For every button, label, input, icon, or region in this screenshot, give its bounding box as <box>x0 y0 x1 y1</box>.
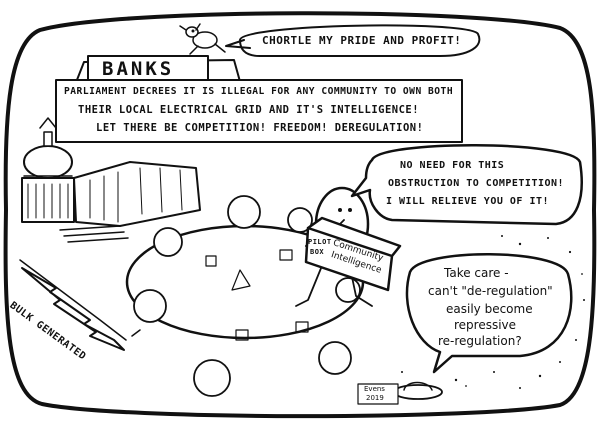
warning-line-2: can't "de-regulation" <box>428 284 553 298</box>
robot-bubble-line-1: NO NEED FOR THIS <box>400 160 505 171</box>
signature-box <box>357 383 399 405</box>
starfield <box>401 235 585 389</box>
bulk-transmission-line <box>19 259 141 341</box>
lightning-bolt <box>21 267 125 351</box>
decree-line-2: THEIR LOCAL ELECTRICAL GRID AND IT'S INT… <box>78 104 420 116</box>
community-intelligence-box <box>304 216 402 292</box>
robot-bubble-line-3: I WILL RELIEVE YOU OF IT! <box>386 196 550 207</box>
signature-line-2: 2019 <box>366 394 384 402</box>
box-side-label-line-2: BOX <box>310 248 325 256</box>
bank-sign-text: BANKS <box>102 58 175 80</box>
robot-speech-bubble <box>350 144 583 226</box>
panel-frame <box>3 11 597 419</box>
community-grid <box>125 195 365 397</box>
banker-bubble-text: CHORTLE MY PRIDE AND PROFIT! <box>262 34 462 47</box>
robot-bubble-line-2: OBSTRUCTION TO COMPETITION! <box>388 178 565 189</box>
banker-figure <box>179 23 226 55</box>
warning-line-4: repressive <box>454 318 517 332</box>
box-side-label-line-1: PILOT <box>308 238 332 246</box>
warning-line-5: re-regulation? <box>438 334 522 348</box>
warning-speech-bubble <box>405 253 573 374</box>
ufo <box>393 381 443 400</box>
banker-speech-bubble <box>225 24 481 57</box>
decree-line-1: PARLIAMENT DECREES IT IS ILLEGAL FOR ANY… <box>64 86 454 97</box>
signature-line-1: Evens <box>364 385 385 393</box>
decree-board <box>55 79 463 143</box>
parliament-building <box>21 117 201 243</box>
warning-line-1: Take care - <box>444 266 509 280</box>
decree-line-3: LET THERE BE COMPETITION! FREEDOM! DEREG… <box>96 122 424 134</box>
warning-line-3: easily become <box>446 302 533 316</box>
